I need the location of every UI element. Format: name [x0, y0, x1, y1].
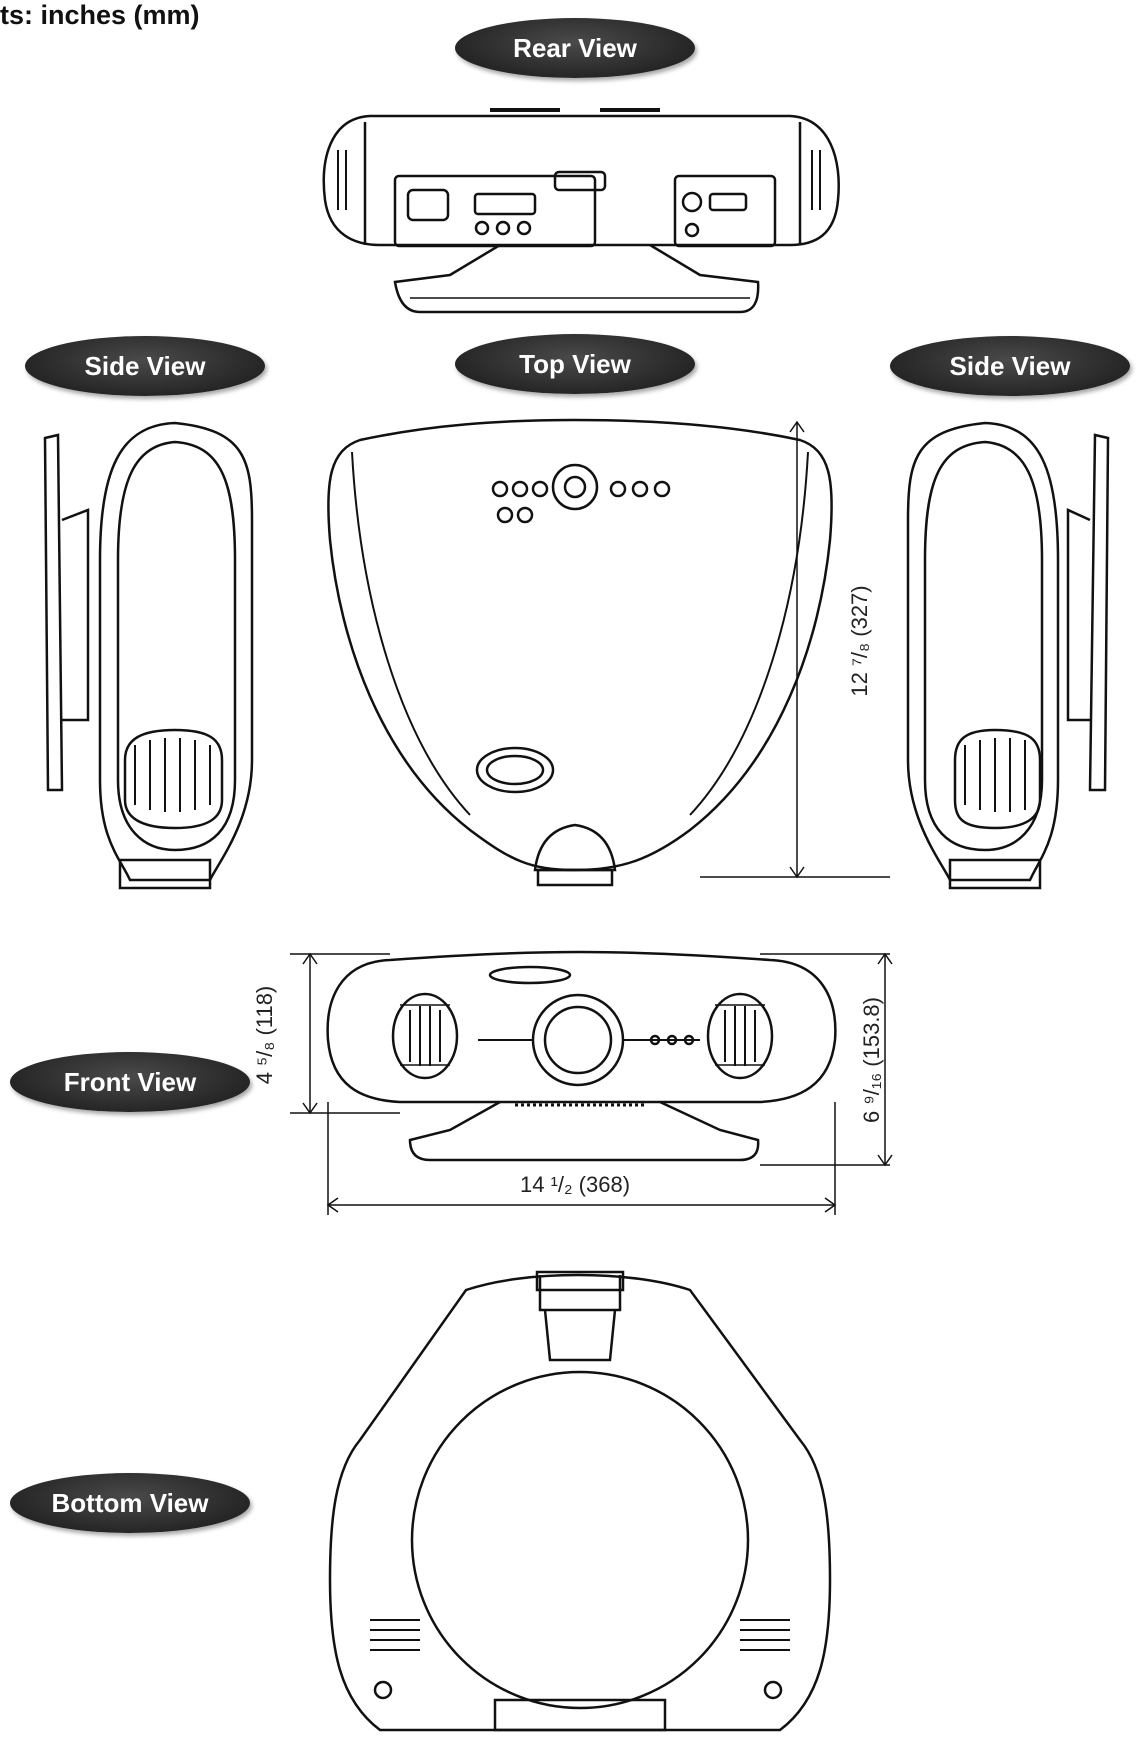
bottom-view-label: Bottom View	[10, 1473, 250, 1533]
dimension-width: 14 ¹/₂ (368)	[520, 1172, 631, 1197]
front-view-drawing	[326, 950, 837, 1162]
side-view-right-drawing	[906, 421, 1110, 890]
front-view-label: Front View	[10, 1052, 250, 1112]
rear-view-label: Rear View	[455, 18, 695, 78]
side-view-left-drawing	[43, 421, 254, 890]
dimension-lines	[290, 420, 893, 1215]
dimension-height-total: 6 ⁹/₁₆ (153.8)	[859, 997, 884, 1123]
rear-view-drawing	[322, 108, 840, 314]
bottom-view-drawing	[328, 1270, 832, 1732]
side-view-left-label: Side View	[25, 336, 265, 396]
side-view-right-label: Side View	[890, 336, 1130, 396]
dimension-depth: 12 ⁷/₈ (327)	[847, 585, 872, 697]
units-heading: ts: inches (mm)	[0, 0, 200, 30]
dimension-height-body: 4 ⁵/₈ (118)	[252, 985, 277, 1085]
top-view-drawing	[327, 418, 833, 887]
top-view-label: Top View	[455, 334, 695, 394]
